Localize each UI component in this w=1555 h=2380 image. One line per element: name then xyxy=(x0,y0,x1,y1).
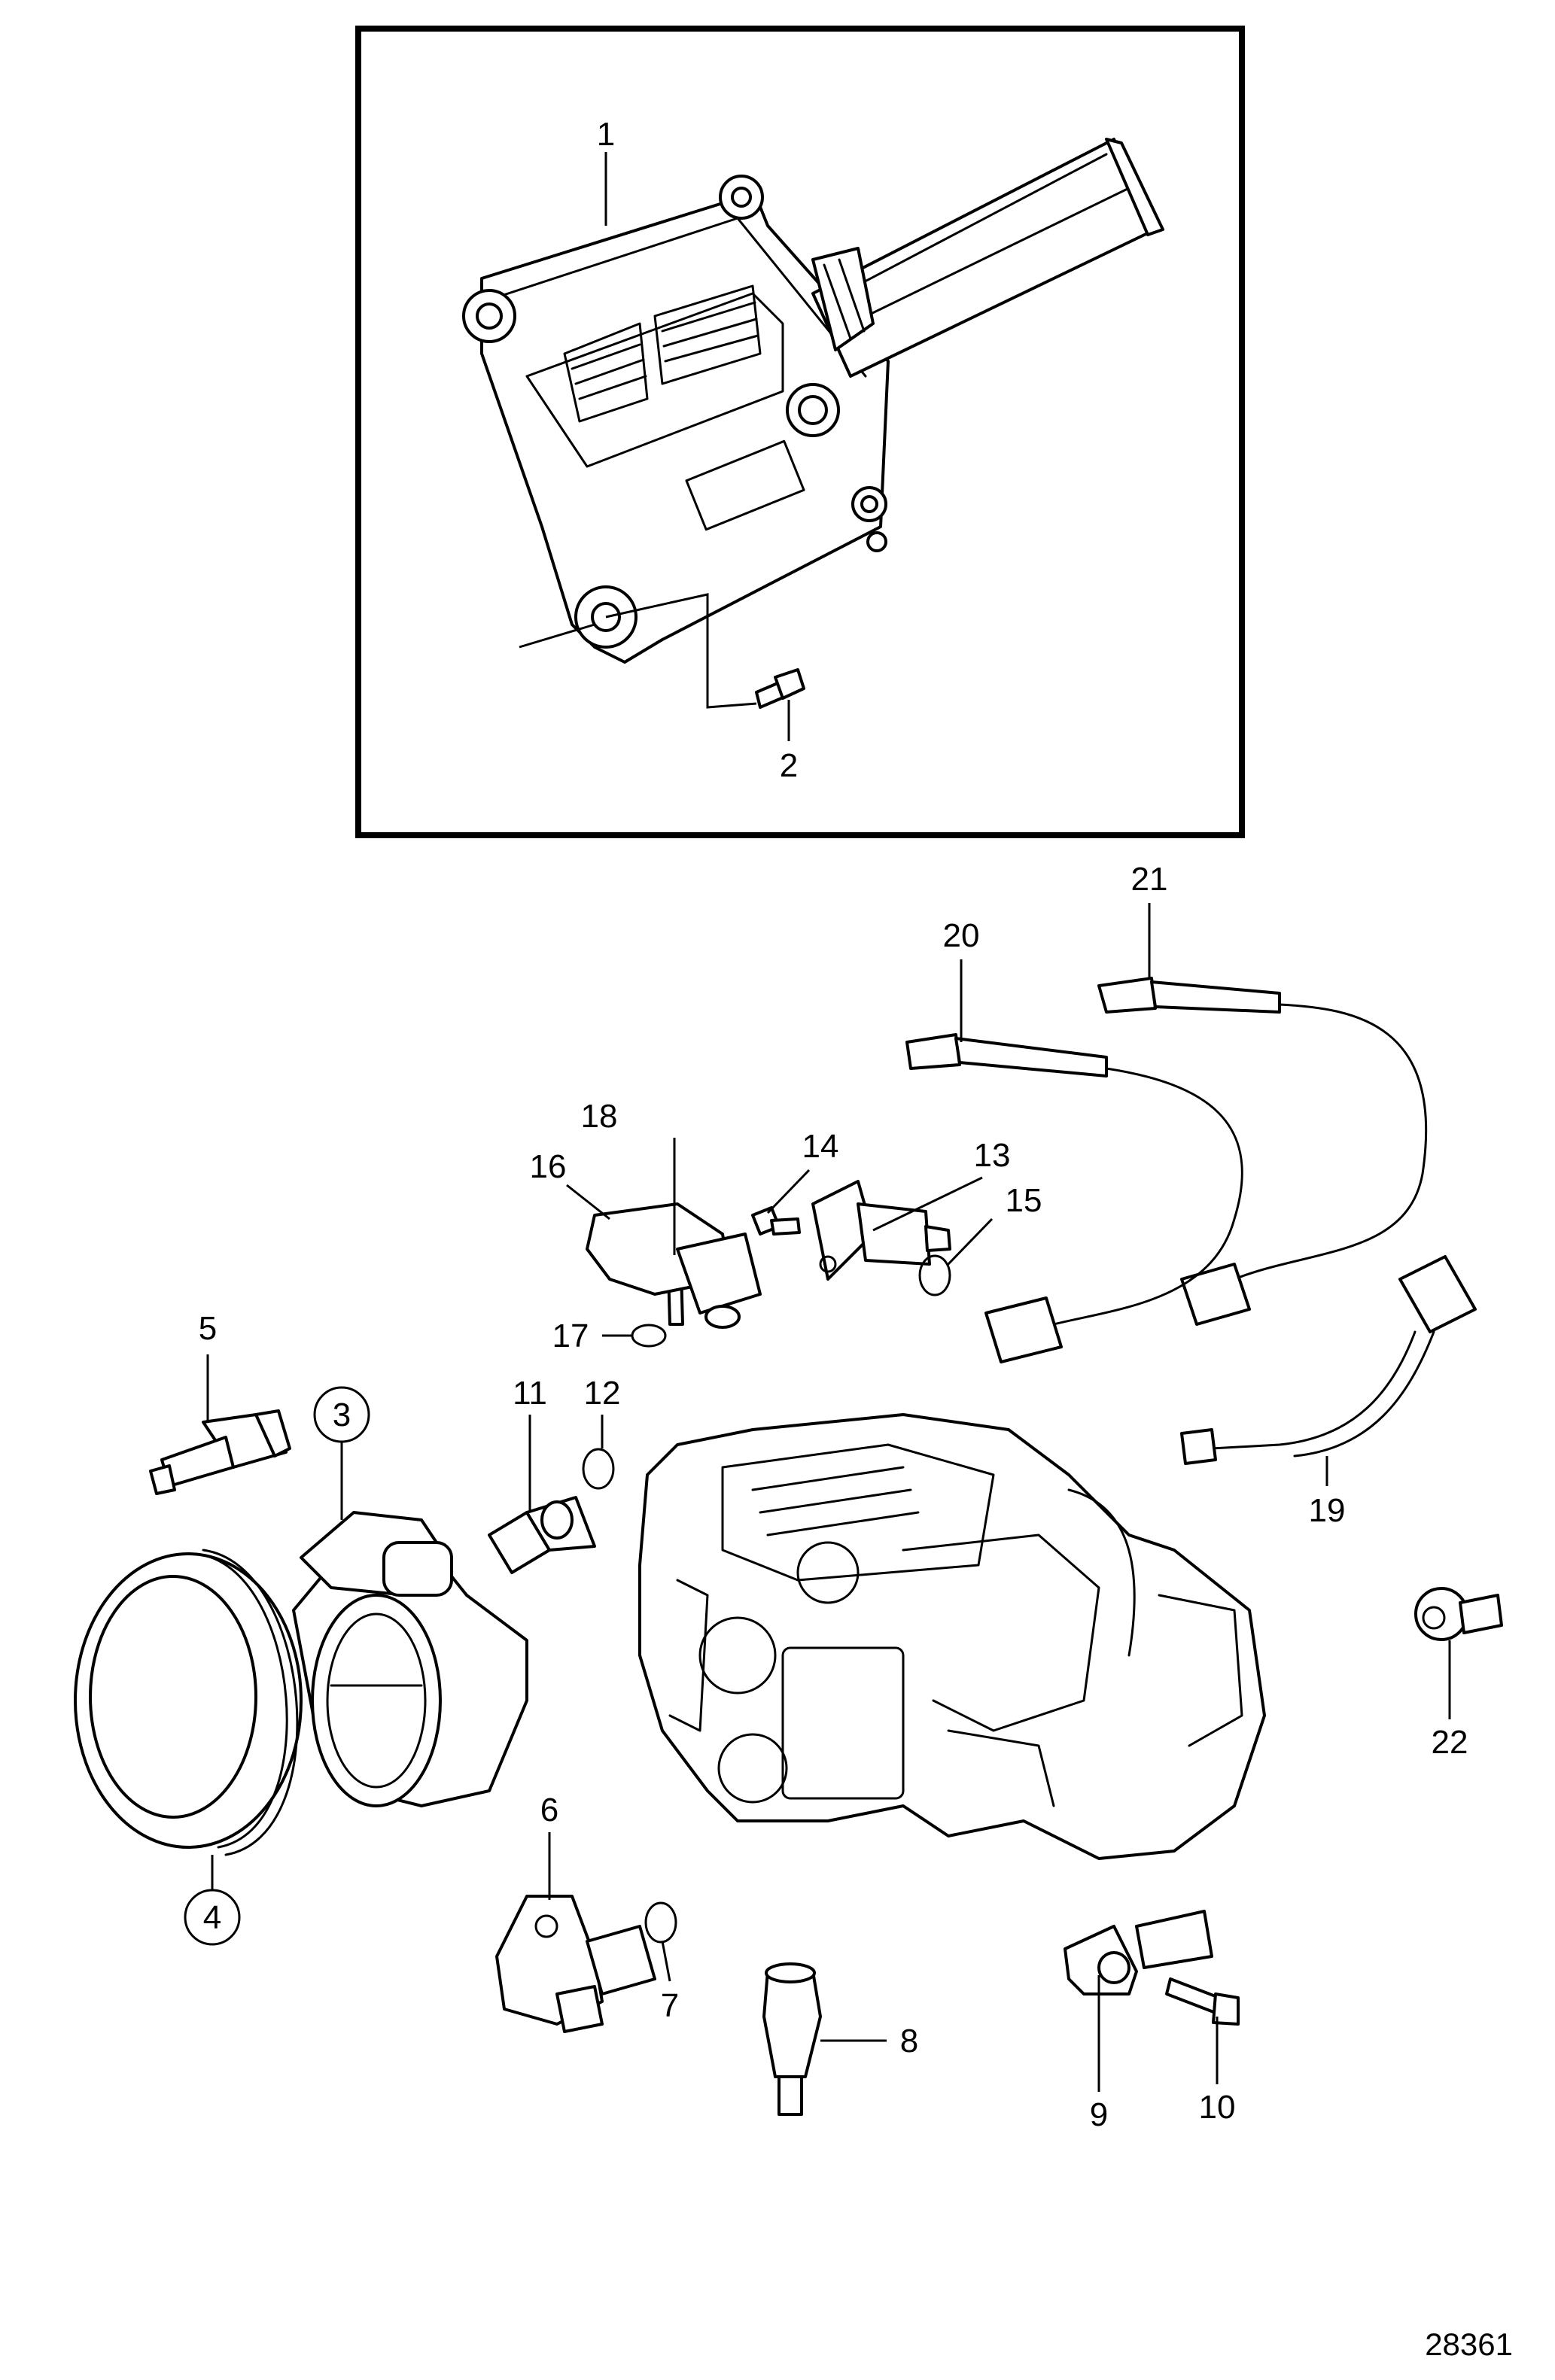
o-ring-7 xyxy=(644,1901,677,1944)
callout-8: 8 xyxy=(900,2023,918,2059)
ecu-control-unit xyxy=(462,175,890,664)
filter-cover-4 xyxy=(74,1549,303,1856)
callout-circle-3 xyxy=(313,1386,370,1443)
callout-3: 3 xyxy=(333,1397,351,1433)
oxygen-sensor-20 xyxy=(905,1033,1243,1363)
sensor-8 xyxy=(762,1962,822,2116)
callout-21: 21 xyxy=(1131,861,1168,898)
knock-sensor-9 xyxy=(1064,1910,1213,1995)
o-ring-12 xyxy=(582,1448,615,1490)
callout-16: 16 xyxy=(530,1148,567,1185)
camshaft-sensor-13 xyxy=(811,1180,951,1281)
callout-10: 10 xyxy=(1199,2089,1236,2126)
sensor-16 xyxy=(586,1202,762,1329)
ecu-mounting-bolt xyxy=(755,668,805,709)
callout-20: 20 xyxy=(943,917,980,954)
callout-5: 5 xyxy=(199,1310,217,1347)
callout-7: 7 xyxy=(661,1987,679,2024)
o-ring-17 xyxy=(631,1324,667,1348)
engine-assembly xyxy=(638,1413,1266,1860)
callout-17: 17 xyxy=(552,1318,589,1354)
sensor-5 xyxy=(149,1409,291,1495)
callout-22: 22 xyxy=(1432,1724,1468,1761)
callout-1: 1 xyxy=(597,116,615,153)
oxygen-sensor-21 xyxy=(1097,977,1428,1326)
callout-19: 19 xyxy=(1309,1492,1346,1529)
sensor-22 xyxy=(1414,1587,1503,1641)
callout-14: 14 xyxy=(802,1128,839,1165)
ecu-harness-connector xyxy=(811,138,1164,378)
bolt-10 xyxy=(1165,1977,1240,2026)
throttle-body-3 xyxy=(292,1511,528,1807)
callout-4: 4 xyxy=(203,1899,221,1936)
callout-15: 15 xyxy=(1006,1182,1042,1219)
callout-6: 6 xyxy=(540,1792,558,1828)
callout-2: 2 xyxy=(780,747,798,784)
o-ring-15 xyxy=(918,1254,951,1296)
callout-12: 12 xyxy=(584,1375,621,1412)
inset-frame xyxy=(355,26,1245,838)
callout-circle-4 xyxy=(184,1889,241,1946)
callout-13: 13 xyxy=(974,1137,1011,1174)
bolt-14 xyxy=(751,1206,801,1236)
figure-number: 28361 xyxy=(1425,2327,1513,2362)
sensor-6 xyxy=(495,1895,656,2033)
callout-9: 9 xyxy=(1090,2096,1108,2133)
callout-11: 11 xyxy=(513,1375,547,1412)
temperature-sensor-19 xyxy=(1180,1255,1477,1465)
sensor-11 xyxy=(488,1496,596,1574)
callout-18: 18 xyxy=(581,1098,618,1135)
